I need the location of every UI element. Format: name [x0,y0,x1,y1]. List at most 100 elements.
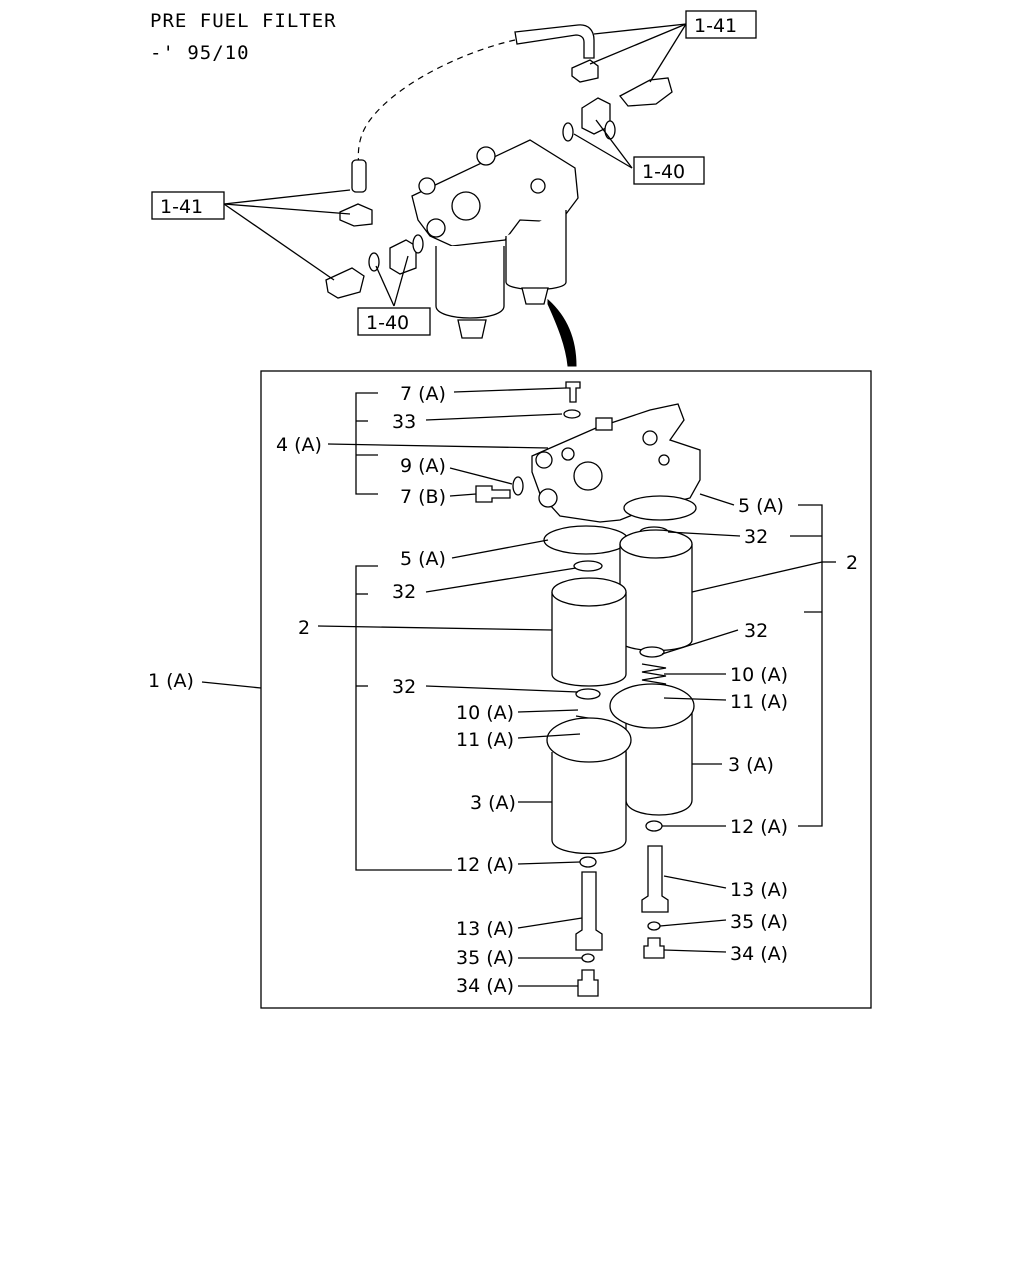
label-13a: 13 (A) [456,918,514,940]
label-5a: 5 (A) [738,495,784,517]
label-4a: 4 (A) [276,434,322,456]
filter-head-detail [531,403,701,523]
washer-icon [563,409,581,419]
port-icon [530,178,546,194]
part-labels: 7 (A) 33 4 (A) 9 (A) 7 (B) 5 (A) 32 2 1 … [148,383,858,997]
center-bolt-right [641,845,669,913]
label-32: 32 [744,620,768,642]
ref-box-1-41-left: 1-41 [151,191,225,220]
bolt-icon [451,191,481,221]
label-32: 32 [392,581,416,603]
bolt-icon [476,146,496,166]
screw-icon [565,381,581,403]
filter-element-right-top [619,529,693,559]
o-ring-icon [639,646,665,658]
hose-clip-right [571,59,599,83]
drain-plug-right-detail [643,937,665,959]
filter-bowl-left-rim [546,717,632,763]
banjo-fitting-left [389,239,417,275]
gasket-left [543,525,629,555]
svg-text:1-40: 1-40 [642,161,685,183]
detail-frame [260,370,872,1009]
washer-icon [604,120,616,140]
ref-box-1-40-bottom: 1-40 [357,307,431,336]
label-35a: 35 (A) [456,947,514,969]
page-subtitle: -' 95/10 [150,42,250,64]
label-10a: 10 (A) [730,664,788,686]
drain-plug-left [457,319,487,339]
bolt-icon [573,461,603,491]
washer-icon [512,476,524,496]
fuel-hose-left [351,159,367,193]
label-3a: 3 (A) [728,754,774,776]
label-11a: 11 (A) [730,691,788,713]
o-ring-icon [575,688,601,700]
port-icon [426,218,446,238]
label-34a: 34 (A) [456,975,514,997]
label-1a: 1 (A) [148,670,194,692]
washer-icon [412,234,424,254]
ref-box-1-40-right: 1-40 [633,156,705,185]
port-icon [658,454,670,466]
ref-box-1-41-top: 1-41 [685,10,757,39]
label-32: 32 [392,676,416,698]
washer-icon [562,122,574,142]
svg-text:1-41: 1-41 [694,15,737,37]
label-13a: 13 (A) [730,879,788,901]
zoom-arrow-icon [547,298,577,367]
port-icon [642,430,658,446]
bolt-icon [418,177,436,195]
detail-assembly [475,381,701,997]
filter-head [411,139,579,247]
drain-plug-left-detail [577,969,599,997]
fuel-hose-top [514,24,595,59]
overview-assembly [325,24,673,367]
bolt-icon [535,451,553,469]
filter-element-left-top [551,577,627,607]
label-7a: 7 (A) [400,383,446,405]
o-ring-icon [573,560,603,572]
bolt-7b-icon [475,485,511,503]
filter-element-right [619,544,693,652]
filter-bowl-right-detail [625,706,693,816]
bolt-icon [595,417,613,431]
filter-element-left [551,592,627,687]
ref-leader-lines [223,23,687,307]
hose-clip-left [339,203,373,227]
bolt-icon [561,447,575,461]
label-9a: 9 (A) [400,455,446,477]
label-34a: 34 (A) [730,943,788,965]
filter-bowl-right-rim [609,683,695,729]
label-3a: 3 (A) [470,792,516,814]
label-2: 2 [846,552,858,574]
svg-text:1-40: 1-40 [366,312,409,334]
o-ring-icon [579,856,597,868]
o-ring-icon [645,820,663,832]
filter-bowl-left-detail [551,752,627,855]
label-33: 33 [392,411,416,433]
center-bolt-left [575,871,603,951]
label-35a: 35 (A) [730,911,788,933]
label-10a: 10 (A) [456,702,514,724]
label-2: 2 [298,617,310,639]
banjo-bolt-right [619,77,673,107]
washer-icon [647,921,661,931]
gasket-right [623,495,697,521]
label-12a: 12 (A) [730,816,788,838]
drain-plug-right [521,287,549,305]
filter-bowl-left [435,246,505,319]
label-11a: 11 (A) [456,729,514,751]
label-12a: 12 (A) [456,854,514,876]
label-5a: 5 (A) [400,548,446,570]
svg-text:1-41: 1-41 [160,196,203,218]
label-7b: 7 (B) [400,486,446,508]
spring-icon [641,663,667,689]
label-32: 32 [744,526,768,548]
banjo-bolt-left [325,267,365,299]
port-icon [538,488,558,508]
bracket-lines [355,392,836,871]
leader-lines [201,387,823,987]
washer-icon [581,953,595,963]
page-title: PRE FUEL FILTER [150,10,337,32]
